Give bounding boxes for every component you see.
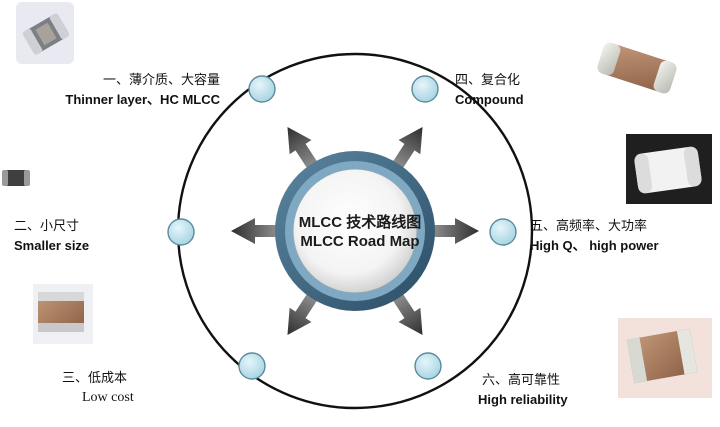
center-title-line2: MLCC Road Map [300,233,420,250]
label-node-five: 五、高频率、大功率 High Q、 high power [530,217,659,255]
center-title: MLCC 技术路线图 MLCC Road Map [250,213,470,251]
label-one-en: Thinner layer、HC MLCC [65,92,220,107]
label-four-zh: 四、复合化 [455,73,521,88]
mlcc-chip-photo-top-left-icon [16,2,74,64]
label-three-en: Low cost [82,390,134,405]
label-three-zh: 三、低成本 [62,371,128,386]
mlcc-chip-photo-bottom-right-icon [618,318,712,398]
node-six [414,352,442,380]
label-node-six: 六、高可靠性 High reliability [478,371,568,409]
node-two [167,218,195,246]
arrow-left [231,218,315,244]
label-node-two: 二、小尺寸 Smaller size [14,217,89,255]
node-one [248,75,276,103]
mlcc-chip-photo-top-right-icon [592,38,686,100]
node-circles [167,75,517,380]
mlcc-chip-photo-small-left-icon [2,170,30,186]
label-six-en: High reliability [478,392,568,407]
label-four-en: Compound [455,92,524,107]
label-six-zh: 六、高可靠性 [482,373,561,388]
center-title-line1: MLCC 技术路线图 [298,214,422,231]
label-two-en: Smaller size [14,238,90,253]
node-five [489,218,517,246]
node-three [238,352,266,380]
arrow-right [395,218,479,244]
label-two-zh: 二、小尺寸 [14,219,80,234]
label-five-zh: 五、高频率、大功率 [530,219,648,234]
label-node-four: 四、复合化 Compound [455,71,524,109]
label-one-zh: 一、薄介质、大容量 [102,73,220,88]
label-five-en: High Q、 high power [530,238,659,253]
label-node-three: 三、低成本 Low cost [62,369,134,407]
node-four [411,75,439,103]
label-node-one: 一、薄介质、大容量 Thinner layer、HC MLCC [65,71,220,109]
mlcc-chip-photo-white-right-icon [626,134,712,204]
center-disc [292,168,418,294]
mlcc-chip-photo-bottom-left-icon [33,284,93,344]
